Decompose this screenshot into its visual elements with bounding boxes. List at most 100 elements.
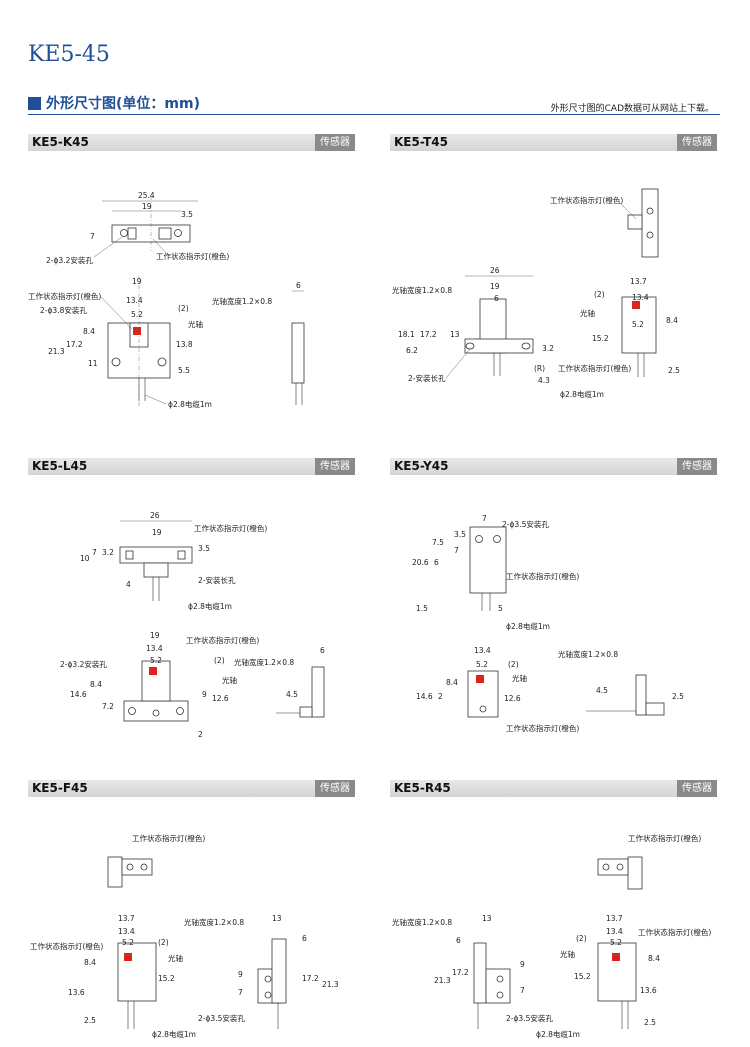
sensor-tag: 传感器	[677, 780, 717, 797]
indicator-arrow-icon	[149, 667, 157, 675]
dim-text: 2	[438, 692, 443, 701]
callout-text: 工作状态指示灯(橙色)	[156, 251, 229, 261]
page-title: KE5-45	[28, 42, 110, 67]
dim-text: 7	[454, 546, 459, 555]
dim-text: 14.6	[70, 690, 87, 699]
callout-text: ϕ2.8电缆1m	[168, 399, 212, 409]
dim-text: 7	[238, 988, 243, 997]
axis-label: 光轴	[512, 673, 527, 683]
dim-text: 19	[132, 277, 142, 286]
r45-front-view: 13 6 9 21.3 17.2 7 光轴宽度1.2×0.8 2-ϕ3.5安装孔…	[392, 914, 711, 1039]
dim-text: 14.6	[416, 692, 433, 701]
l45-front-view: 19 13.4 5.2 (2) 8.4 14.6 7.2 9 12.6 2 光轴…	[60, 631, 325, 739]
callout-text: 光轴宽度1.2×0.8	[234, 657, 294, 667]
drawing-f45: 工作状态指示灯(橙色) 13.7 13.4 5.2 (2) 8.4 15.2 1…	[30, 833, 339, 1039]
k45-top-view: 25.4 19 3.5 7 2-ϕ3.2安装孔 工作状态指示灯(橙色)	[46, 191, 229, 265]
dim-text: 13.4	[146, 644, 163, 653]
panel-header: KE5-K45 传感器	[28, 134, 355, 151]
dim-text: 13	[272, 914, 282, 923]
dim-text: 13.7	[630, 277, 647, 286]
dim-text: 13.7	[118, 914, 135, 923]
dim-text: 19	[152, 528, 162, 537]
dim-text: 4.5	[596, 686, 608, 695]
dim-text: 20.6	[412, 558, 429, 567]
indicator-arrow-icon	[124, 953, 132, 961]
dim-text: 17.2	[66, 340, 83, 349]
dim-text: 13.4	[606, 927, 623, 936]
dim-text: 26	[150, 511, 160, 520]
indicator-arrow-icon	[632, 301, 640, 309]
dim-text: 13.7	[606, 914, 623, 923]
dim-text: 6	[456, 936, 461, 945]
indicator-arrow-icon	[133, 327, 141, 335]
y45-top-view: 7 3.5 7.5 7 20.6 6 1.5 5 2-ϕ3.5安装孔 工作状态指…	[412, 514, 579, 631]
callout-text: 光轴宽度1.2×0.8	[184, 917, 244, 927]
dim-text: 17.2	[452, 968, 469, 977]
axis-label: 光轴	[168, 953, 183, 963]
k45-side-view: 6 光轴宽度1.2×0.8	[212, 281, 305, 405]
dim-text: 19	[150, 631, 160, 640]
panel-header: KE5-R45 传感器	[390, 780, 717, 797]
section-heading: 外形尺寸图(单位：mm)	[28, 93, 200, 113]
dim-text: 2.5	[672, 692, 684, 701]
dim-text: (2)	[508, 660, 519, 669]
t45-front-view: 26 19 6 18.1 17.2 13 6.2 3.2 (R) 4.3 光轴宽…	[392, 266, 554, 385]
callout-text: 2-安装长孔	[198, 575, 236, 585]
section-title: 外形尺寸图(单位：mm)	[46, 96, 200, 112]
callout-text: ϕ2.8电缆1m	[536, 1029, 580, 1039]
callout-text: 2-ϕ3.2安装孔	[60, 659, 107, 669]
callout-text: ϕ2.8电缆1m	[560, 389, 604, 399]
dim-text: 3.2	[542, 344, 554, 353]
dim-text: 2.5	[668, 366, 680, 375]
callout-text: 2-ϕ3.5安装孔	[506, 1013, 553, 1023]
k45-front-view: 19 13.4 5.2 (2) 光轴 8.4 17.2 21.3 11 13.8…	[28, 276, 212, 409]
callout-text: ϕ2.8电缆1m	[506, 621, 550, 631]
panel-header: KE5-F45 传感器	[28, 780, 355, 797]
dim-text: 6	[296, 281, 301, 290]
model-name: KE5-T45	[394, 135, 448, 149]
dim-text: 2.5	[644, 1018, 656, 1027]
dim-text: 2.5	[84, 1016, 96, 1025]
dim-text: 5.2	[131, 310, 143, 319]
sensor-tag: 传感器	[315, 134, 355, 151]
callout-text: 光轴宽度1.2×0.8	[212, 296, 272, 306]
callout-text: 2-ϕ3.5安装孔	[198, 1013, 245, 1023]
panel-k45: KE5-K45 传感器 25.4 19 3.5 7 2-ϕ3.2安装孔 工作状态…	[28, 134, 355, 431]
drawing-t45: 工作状态指示灯(橙色) 26 19 6 18.1 17.2 13 6.2 3.2…	[392, 188, 680, 399]
dim-text: 13.4	[126, 296, 143, 305]
dim-text: 1.5	[416, 604, 428, 613]
model-name: KE5-F45	[32, 781, 88, 795]
dim-text: 3.5	[181, 210, 193, 219]
callout-text: 工作状态指示灯(橙色)	[28, 291, 101, 301]
dim-text: 15.2	[158, 974, 175, 983]
callout-text: 工作状态指示灯(橙色)	[186, 635, 259, 645]
dim-text: 7.2	[102, 702, 114, 711]
section-square-icon	[28, 96, 41, 110]
dim-text: 10	[80, 554, 90, 563]
dim-text: 21.3	[48, 347, 65, 356]
dim-text: 9	[238, 970, 243, 979]
dim-text: 6	[434, 558, 439, 567]
dim-text: 4.5	[286, 690, 298, 699]
dim-text: 19	[142, 202, 152, 211]
cad-download-note: 外形尺寸图的CAD数据可从网站上下载。	[550, 104, 714, 114]
dim-text: 8.4	[84, 958, 96, 967]
dim-text: 25.4	[138, 191, 155, 200]
dim-text: 5.2	[632, 320, 644, 329]
panel-t45: KE5-T45 传感器 工作状态指示灯(橙色) 26 19 6 18.1 17.…	[390, 134, 717, 431]
dim-text: 5.2	[122, 938, 134, 947]
dim-text: 6	[494, 294, 499, 303]
t45-top-view: 工作状态指示灯(橙色)	[550, 188, 659, 258]
dim-text: 6	[320, 646, 325, 655]
callout-text: ϕ2.8电缆1m	[152, 1029, 196, 1039]
callout-text: ϕ2.8电缆1m	[188, 601, 232, 611]
dim-text: 4	[126, 580, 131, 589]
dim-text: 3.5	[198, 544, 210, 553]
callout-text: 工作状态指示灯(橙色)	[132, 833, 205, 843]
dim-text: 18.1	[398, 330, 415, 339]
r45-top-view: 工作状态指示灯(橙色)	[597, 833, 701, 890]
dim-text: 5.2	[150, 656, 162, 665]
callout-text: 2-ϕ3.5安装孔	[502, 519, 549, 529]
callout-text: 2-安装长孔	[408, 373, 446, 383]
callout-text: 2-ϕ3.8安装孔	[40, 305, 87, 315]
